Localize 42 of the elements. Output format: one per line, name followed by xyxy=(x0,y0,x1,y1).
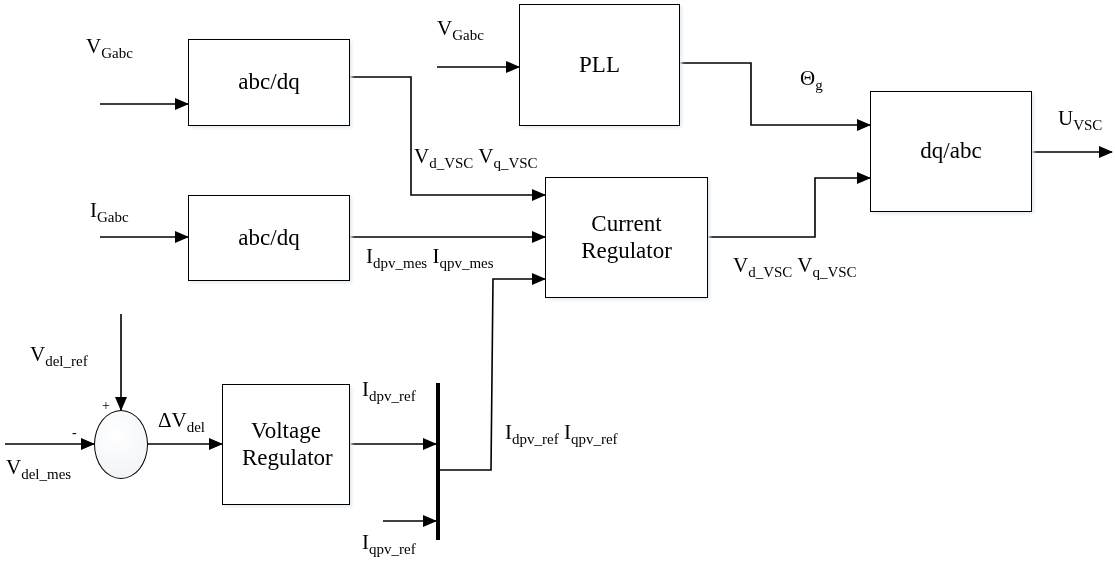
signal-label: I$_{Gabc}$ xyxy=(90,198,129,224)
signal-label: I$_{dpv_ref}$ I$_{qpv_ref}$ xyxy=(505,420,618,446)
block-label: abc/dq xyxy=(237,69,301,96)
sign-label: - xyxy=(72,425,77,442)
signal-label: V$_{d_VSC}$ V$_{q_VSC}$ xyxy=(733,253,857,279)
arrow xyxy=(115,313,127,411)
signal-label: V$_{d_VSC}$ V$_{q_VSC}$ xyxy=(414,144,538,170)
signal-label: I$_{dpv_mes}$ I$_{qpv_mes}$ xyxy=(366,244,494,270)
regulator-block xyxy=(545,177,708,298)
block-label: dq/abc xyxy=(919,138,983,165)
signal-label: Θ$_{g}$ xyxy=(800,66,823,92)
mux-bar xyxy=(436,383,440,540)
pll-block xyxy=(519,4,680,126)
conversion-block xyxy=(188,39,350,126)
arrow xyxy=(147,438,223,450)
signal-label: I$_{qpv_ref}$ xyxy=(362,530,416,556)
signal-label: U$_{VSC}$ xyxy=(1058,106,1103,132)
conversion-block xyxy=(870,91,1032,212)
arrow xyxy=(349,231,546,243)
arrow xyxy=(382,515,437,527)
arrow xyxy=(349,438,437,450)
sign-label: + xyxy=(102,398,110,415)
signal-label: I$_{dpv_ref}$ xyxy=(362,377,416,403)
regulator-block xyxy=(222,384,350,505)
signal-label: ΔV$_{del}$ xyxy=(158,408,205,434)
block-label: abc/dq xyxy=(237,224,301,252)
block-label: Current Regulator xyxy=(580,211,673,264)
arrow xyxy=(439,273,546,471)
conversion-block xyxy=(188,195,350,281)
signal-label: V$_{del_ref}$ xyxy=(30,342,88,368)
signal-label: V$_{del_mes}$ xyxy=(6,455,72,481)
arrow xyxy=(99,231,189,243)
arrow xyxy=(349,76,546,201)
arrow xyxy=(436,61,520,73)
block-label: PLL xyxy=(578,51,621,79)
arrow xyxy=(99,98,189,110)
signal-label: V$_{Gabc}$ xyxy=(437,16,484,42)
arrow xyxy=(679,62,871,131)
signal-label: V$_{Gabc}$ xyxy=(86,34,133,60)
arrow xyxy=(4,438,95,450)
arrow xyxy=(707,172,871,238)
arrow xyxy=(1031,146,1113,158)
